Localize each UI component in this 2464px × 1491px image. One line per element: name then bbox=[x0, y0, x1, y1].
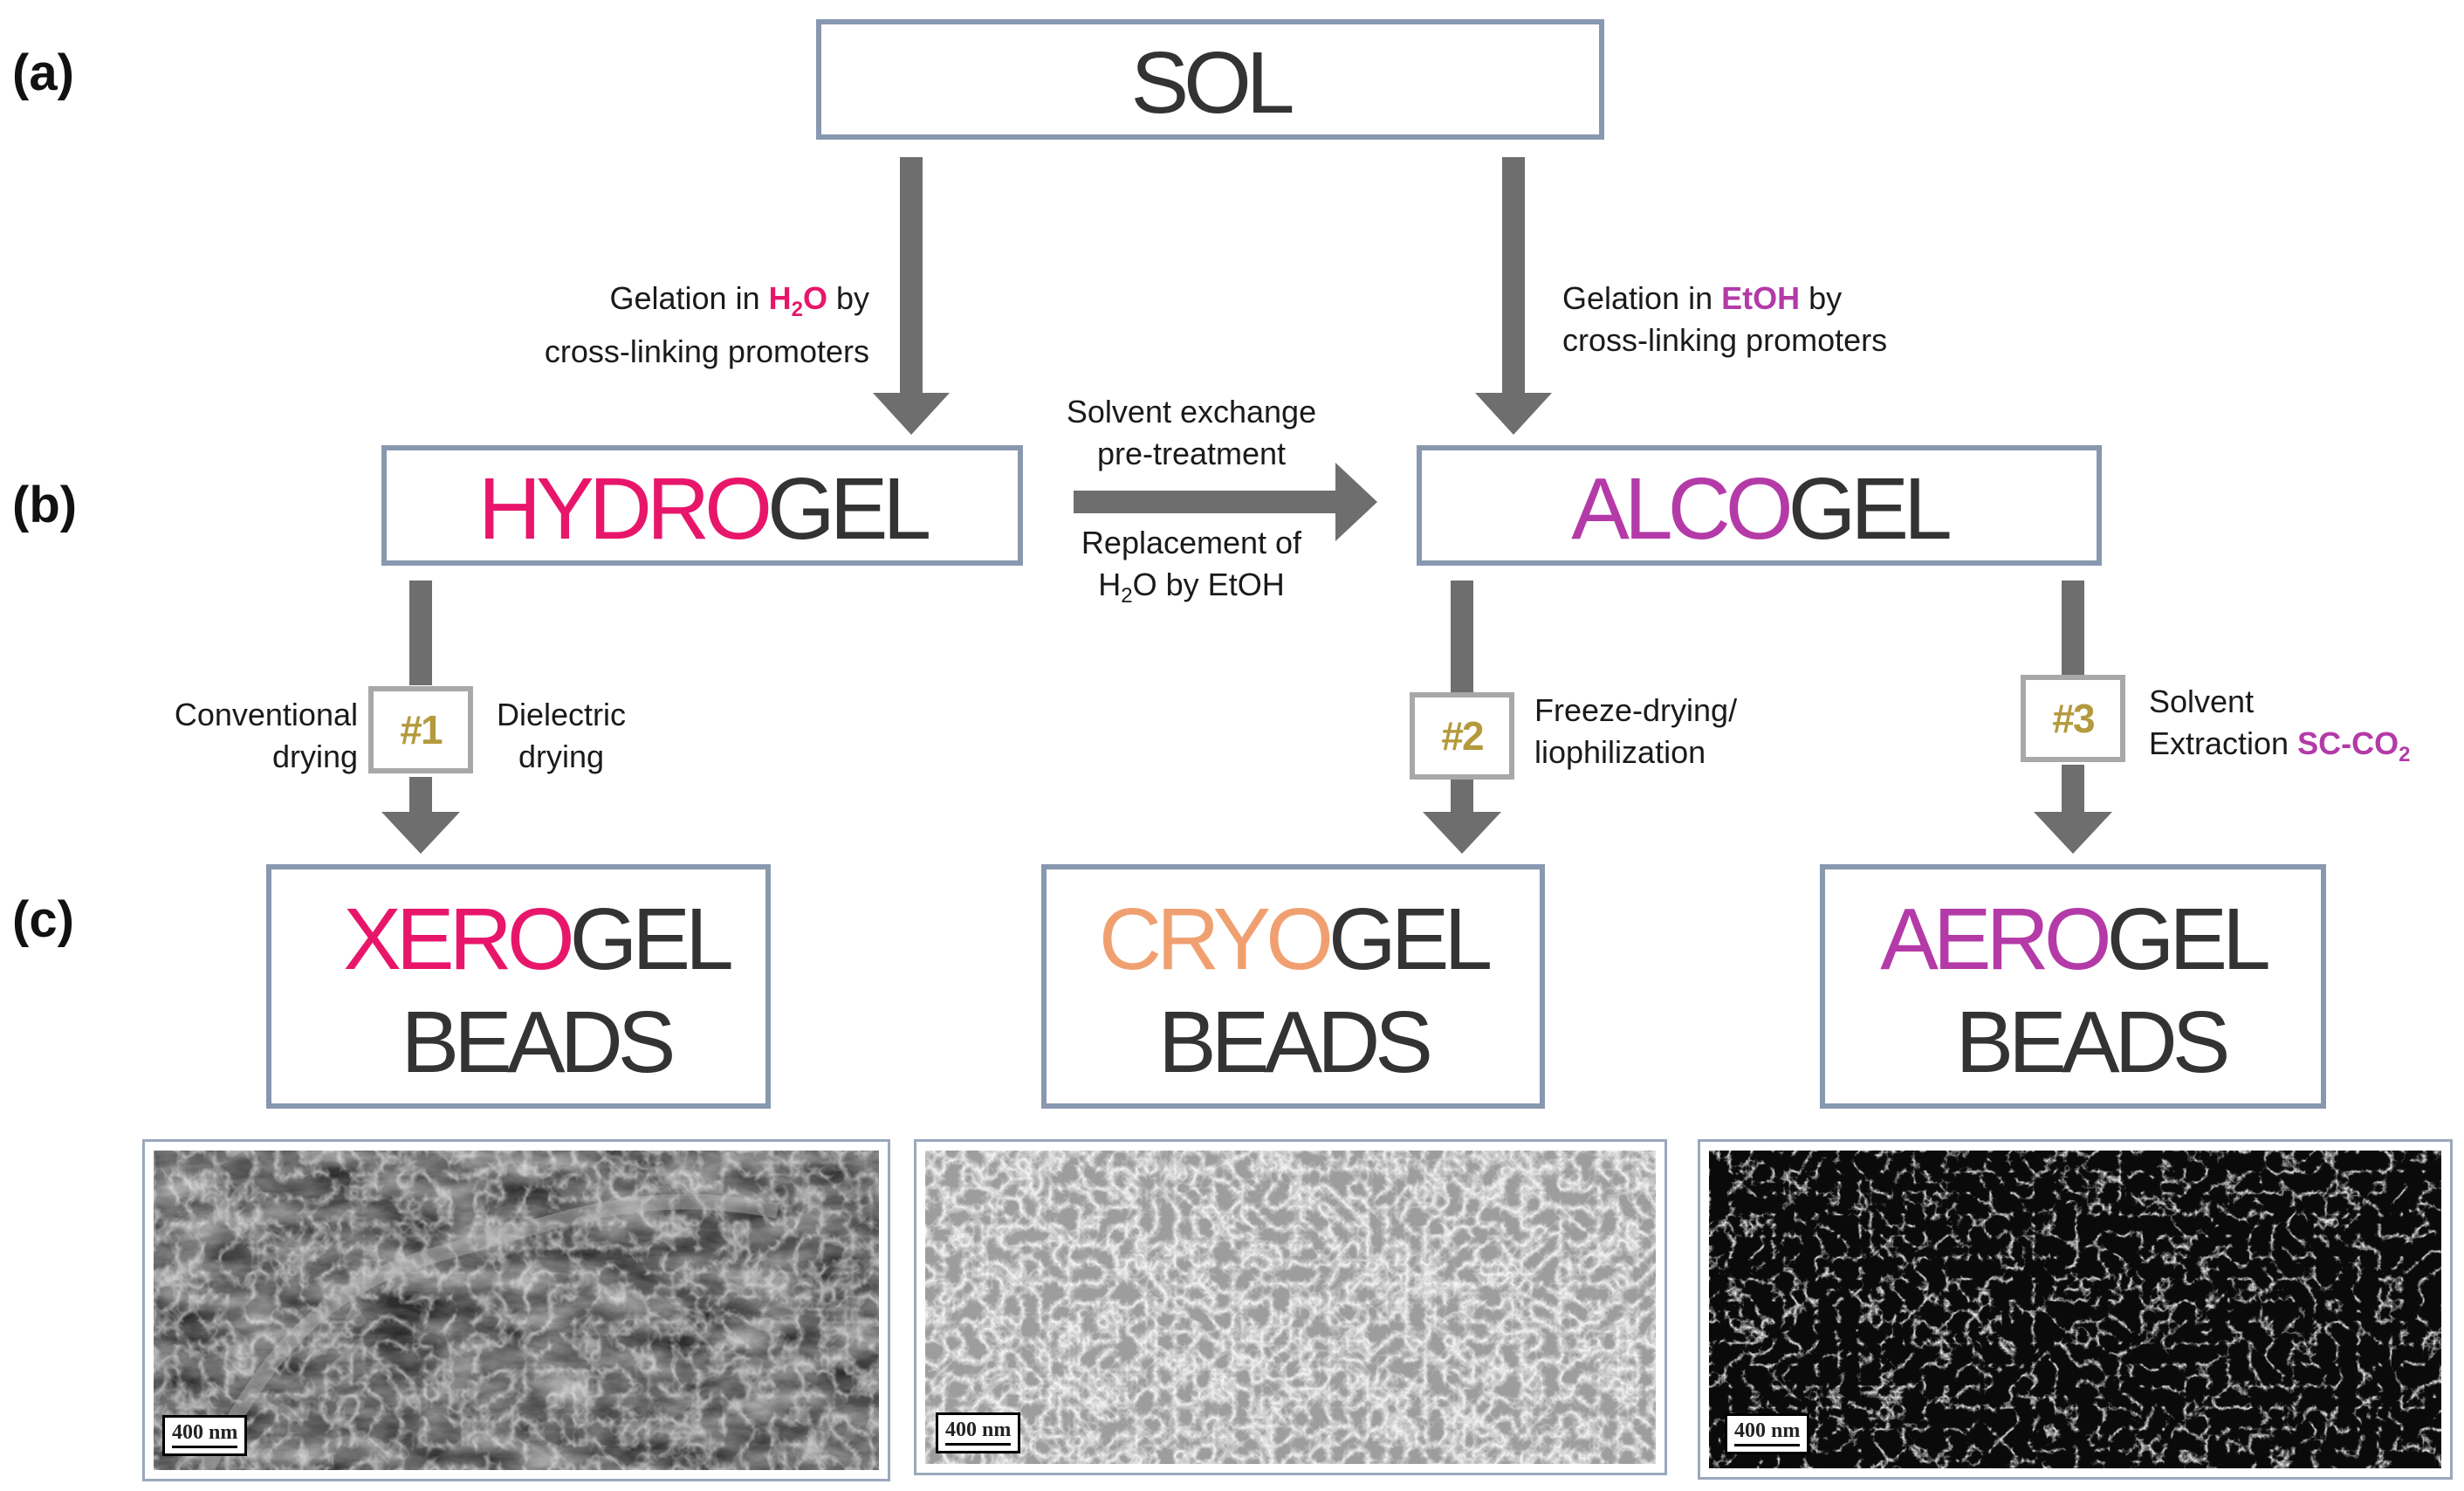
drying1-right1: Dielectric bbox=[496, 697, 627, 732]
route-badge-2: #2 bbox=[1410, 692, 1514, 780]
drying1-left-caption: Conventional drying bbox=[131, 694, 358, 778]
gelation-etoh-chem: EtOH bbox=[1721, 280, 1801, 316]
gelation-h2o-line2: cross-linking promoters bbox=[544, 333, 869, 370]
arrow-exchange-head bbox=[1335, 463, 1377, 541]
cryogel-prefix: CRYO bbox=[1098, 890, 1334, 988]
arrow-sol-alcogel-head bbox=[1475, 393, 1552, 435]
arrow-xerogel-head bbox=[381, 812, 460, 854]
alcogel-prefix: ALCO bbox=[1571, 460, 1793, 558]
alcogel-text: ALCOGEL bbox=[1422, 465, 2097, 553]
arrow-exchange-shaft bbox=[1074, 491, 1335, 513]
aerogel-line2: BEADS bbox=[1955, 993, 2230, 1091]
arrow-cryogel-head bbox=[1423, 812, 1501, 854]
label-b: (b) bbox=[12, 477, 78, 533]
xerogel-prefix: XERO bbox=[343, 890, 574, 988]
cryogel-box: CRYOGEL BEADS bbox=[1041, 864, 1545, 1109]
exchange-caption-bottom: Replacement of H2O by EtOH bbox=[1026, 522, 1357, 617]
scale-bar-cryogel: 400 nm bbox=[936, 1412, 1021, 1453]
gelation-h2o-sub: 2 bbox=[791, 298, 803, 322]
exchange-line4-b: O by EtOH bbox=[1132, 567, 1285, 602]
hydrogel-text: HYDROGEL bbox=[387, 465, 1018, 553]
aerogel-suffix: GEL bbox=[2106, 890, 2271, 988]
gelation-etoh-caption: Gelation in EtOH by cross-linking promot… bbox=[1562, 278, 1981, 361]
aerogel-line1: AEROGEL bbox=[1825, 896, 2321, 983]
scale-bar-xerogel: 400 nm bbox=[162, 1415, 248, 1456]
arrow-cryogel-shaft-top bbox=[1451, 581, 1473, 692]
arrow-xerogel-shaft-bottom bbox=[409, 777, 432, 812]
drying1-right-caption: Dielectric drying bbox=[478, 694, 644, 778]
drying2-caption: Freeze-drying/ liophilization bbox=[1534, 690, 1796, 773]
sem-image-aerogel: 400 nm bbox=[1698, 1139, 2453, 1480]
scale-bar-aerogel-label: 400 nm bbox=[1734, 1419, 1801, 1442]
hydrogel-suffix: GEL bbox=[767, 460, 931, 558]
gelation-h2o-post: by bbox=[827, 280, 869, 316]
drying2-right1: Freeze-drying/ bbox=[1534, 692, 1738, 728]
drying3-caption: Solvent Extraction SC-CO2 bbox=[2149, 681, 2446, 776]
label-c: (c) bbox=[12, 891, 74, 948]
alcogel-box: ALCOGEL bbox=[1417, 445, 2102, 566]
exchange-caption-top: Solvent exchange pre-treatment bbox=[1026, 391, 1357, 475]
arrow-aerogel-shaft-bottom bbox=[2062, 765, 2084, 812]
sem-image-xerogel: 400 nm bbox=[142, 1139, 890, 1481]
route-badge-3: #3 bbox=[2021, 675, 2125, 762]
sol-box: SOL bbox=[816, 19, 1604, 140]
gelation-h2o-chem2: O bbox=[802, 280, 827, 316]
drying1-left2: drying bbox=[271, 739, 358, 774]
hydrogel-prefix: HYDRO bbox=[477, 460, 772, 558]
gelation-etoh-line2: cross-linking promoters bbox=[1562, 322, 1888, 358]
gelation-h2o-caption: Gelation in H2O by cross-linking promote… bbox=[489, 278, 869, 373]
scale-bar-cryogel-label: 400 nm bbox=[945, 1419, 1012, 1441]
hydrogel-box: HYDROGEL bbox=[381, 445, 1023, 566]
xerogel-line1: XEROGEL bbox=[271, 896, 765, 983]
drying3-sub: 2 bbox=[2399, 743, 2411, 767]
sem-cryogel-svg bbox=[925, 1151, 1656, 1464]
xerogel-line2: BEADS bbox=[401, 993, 676, 1091]
drying3-right2-pre: Extraction bbox=[2149, 725, 2298, 761]
alcogel-suffix: GEL bbox=[1788, 460, 1953, 558]
aerogel-box: AEROGEL BEADS bbox=[1820, 864, 2326, 1109]
exchange-line1: Solvent exchange bbox=[1066, 394, 1317, 429]
drying3-right1: Solvent bbox=[2149, 684, 2255, 719]
exchange-line4-a: H bbox=[1098, 567, 1122, 602]
gelation-h2o-pre: Gelation in bbox=[609, 280, 769, 316]
sem-aerogel-svg bbox=[1709, 1151, 2441, 1468]
sem-xerogel-svg bbox=[154, 1151, 879, 1470]
arrow-xerogel-shaft-top bbox=[409, 581, 432, 685]
aerogel-prefix: AERO bbox=[1880, 890, 2111, 988]
exchange-line3: Replacement of bbox=[1081, 525, 1302, 560]
arrow-sol-hydrogel-head bbox=[873, 393, 950, 435]
cryogel-line1: CRYOGEL bbox=[1047, 896, 1540, 983]
route-badge-1: #1 bbox=[368, 686, 473, 773]
exchange-line4-sub: 2 bbox=[1121, 584, 1133, 608]
gelation-etoh-post: by bbox=[1800, 280, 1843, 316]
xerogel-box: XEROGEL BEADS bbox=[266, 864, 771, 1109]
exchange-line2: pre-treatment bbox=[1096, 436, 1287, 471]
cryogel-suffix: GEL bbox=[1328, 890, 1493, 988]
gelation-etoh-pre: Gelation in bbox=[1562, 280, 1722, 316]
cryogel-line2: BEADS bbox=[1157, 993, 1433, 1091]
scale-bar-aerogel: 400 nm bbox=[1725, 1413, 1810, 1454]
arrow-sol-alcogel-shaft bbox=[1502, 157, 1525, 393]
gelation-h2o-chem: H bbox=[768, 280, 792, 316]
drying2-right2: liophilization bbox=[1534, 734, 1706, 770]
xerogel-suffix: GEL bbox=[569, 890, 734, 988]
drying1-left1: Conventional bbox=[174, 697, 358, 732]
label-a: (a) bbox=[12, 45, 74, 101]
drying1-right2: drying bbox=[518, 739, 605, 774]
sol-text: SOL bbox=[1130, 34, 1294, 132]
arrow-sol-hydrogel-shaft bbox=[900, 157, 923, 393]
scale-bar-xerogel-label: 400 nm bbox=[172, 1421, 238, 1444]
drying3-chem: SC-CO bbox=[2297, 725, 2399, 761]
arrow-aerogel-head bbox=[2034, 812, 2112, 854]
arrow-cryogel-shaft-bottom bbox=[1451, 780, 1473, 812]
arrow-aerogel-shaft-top bbox=[2062, 581, 2084, 675]
sem-image-cryogel: 400 nm bbox=[914, 1139, 1667, 1475]
